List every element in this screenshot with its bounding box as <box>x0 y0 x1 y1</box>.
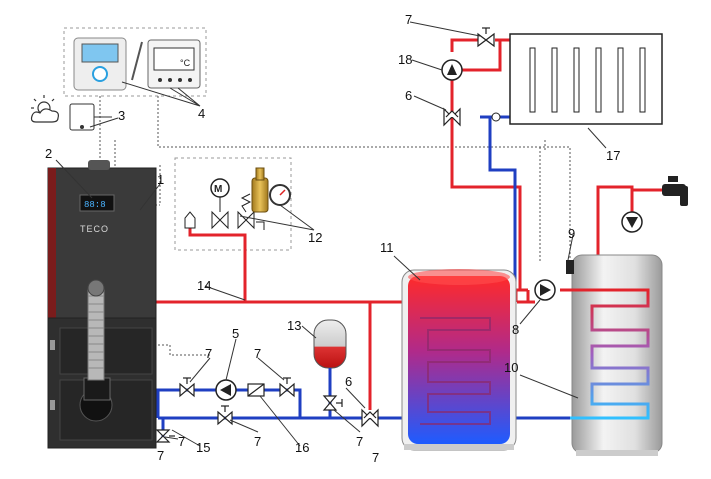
brass-safety-group <box>251 177 269 213</box>
valve-bypass <box>217 410 233 426</box>
boiler-feeder-box <box>83 377 111 401</box>
label-7-radiator: 7 <box>405 12 412 27</box>
label-3: 3 <box>118 108 125 123</box>
outdoor-sensor <box>69 103 112 131</box>
label-9: 9 <box>568 226 575 241</box>
label-4: 4 <box>198 106 205 121</box>
label-6-bottom: 6 <box>345 374 352 389</box>
buffer-coil <box>420 317 491 425</box>
pump-8 <box>534 279 556 301</box>
label-7-drain: 7 <box>178 434 185 449</box>
valve-symbol-a <box>211 210 229 230</box>
controller-separator <box>131 41 143 81</box>
label-14: 14 <box>197 278 211 293</box>
label-15: 15 <box>196 440 210 455</box>
pump-18 <box>441 59 463 81</box>
label-7-pump-left: 7 <box>205 346 212 361</box>
air-vent-symbol <box>184 211 196 229</box>
label-13: 13 <box>287 318 301 333</box>
buffer-tank <box>401 269 517 451</box>
label-16: 16 <box>295 440 309 455</box>
safety-valve-outlet <box>256 221 265 230</box>
pump-dhw-circulation <box>621 211 643 233</box>
hot-water-tap-icon <box>662 176 688 206</box>
valve-drain <box>155 429 171 443</box>
pump-5 <box>215 379 237 401</box>
pellet-boiler: 88:8 TECO <box>47 160 157 449</box>
label-8: 8 <box>512 322 519 337</box>
boiler-panel <box>79 194 115 212</box>
label-18: 18 <box>398 52 412 67</box>
room-regulator-lcd: °C <box>147 39 201 89</box>
valves <box>155 27 495 443</box>
regulator-unit: °C <box>180 58 191 68</box>
label-12: 12 <box>308 230 322 245</box>
boiler-door-1 <box>59 327 153 375</box>
sensor-9 <box>566 260 574 274</box>
boiler-trim-left <box>48 168 56 448</box>
expansion-vessel <box>313 319 347 372</box>
valve-vessel <box>322 395 338 411</box>
label-5: 5 <box>232 326 239 341</box>
label-1: 1 <box>157 172 164 187</box>
valve-pump5-right <box>279 382 295 398</box>
label-10: 10 <box>504 360 518 375</box>
label-7-extra-2: 7 <box>372 450 379 465</box>
label-11: 11 <box>380 240 394 255</box>
boiler-feeder-tube <box>87 287 105 381</box>
label-6-top: 6 <box>405 88 412 103</box>
pressure-gauge-symbol-label: M <box>214 184 222 195</box>
safety-valve-spring <box>240 193 252 213</box>
safety-group: M <box>184 167 291 230</box>
controllers-dashed-box <box>63 27 207 97</box>
supply-pipes <box>150 38 668 410</box>
boiler-brand: TECO <box>80 224 109 234</box>
safety-group-dashed-box <box>174 157 292 251</box>
room-thermostat-touch <box>73 37 127 91</box>
label-7-vessel: 7 <box>356 434 363 449</box>
boiler-feeder-inlet <box>87 279 105 297</box>
boiler-latch-1 <box>50 340 55 350</box>
valve-pump5-left <box>179 382 195 398</box>
label-17: 17 <box>606 148 620 163</box>
label-7-bypass: 7 <box>254 434 261 449</box>
valve-symbol-b <box>237 210 255 230</box>
valve-radiator-supply <box>477 32 495 48</box>
label-7-pump-right: 7 <box>254 346 261 361</box>
boiler-handle <box>88 160 110 170</box>
dhw-tank <box>570 254 663 456</box>
leader-lines <box>55 21 607 447</box>
radiator <box>491 33 663 125</box>
label-2: 2 <box>45 146 52 161</box>
feeder-tube-ribs <box>88 295 104 369</box>
return-pipes <box>156 115 570 438</box>
label-7-extra-1: 7 <box>157 448 164 463</box>
boiler-panel-display: 88:8 <box>84 200 106 210</box>
dhw-coil <box>570 288 650 420</box>
weather-sun-cloud-icon <box>30 95 59 123</box>
boiler-latch-2 <box>50 400 55 410</box>
